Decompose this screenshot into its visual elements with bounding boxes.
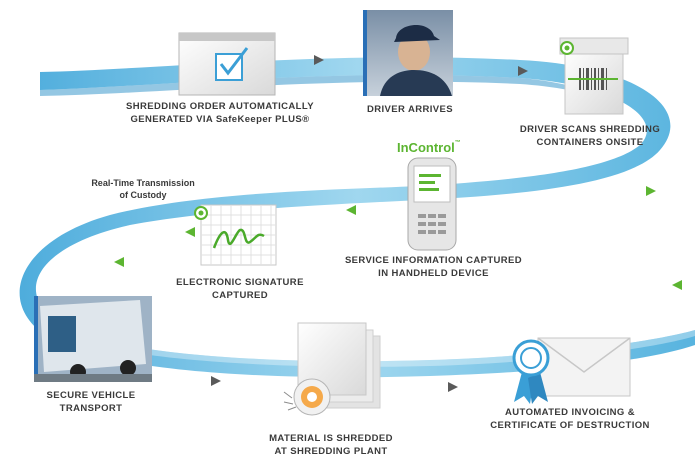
flow-arrow [672,280,682,290]
brand-trademark: ™ [454,140,461,146]
order-window-icon [178,32,276,96]
caption-line: IN HANDHELD DEVICE [378,267,489,279]
handheld-device-icon [407,157,457,251]
flow-arrows [114,55,682,392]
caption-service-information: SERVICE INFORMATION CAPTURED IN HANDHELD… [316,255,551,280]
caption-line: SECURE VEHICLE [46,390,136,401]
flow-arrow [518,66,528,76]
caption-line: AUTOMATED INVOICING & [505,407,635,418]
signature-pad-icon [194,204,277,266]
note-line: Real-Time Transmission [91,178,195,188]
caption-line: DRIVER ARRIVES [366,104,453,115]
caption-line: SHREDDING ORDER AUTOMATICALLY [126,101,314,112]
caption-driver-scans: DRIVER SCANS SHREDDING CONTAINERS ONSITE [500,124,680,149]
realtime-transmission-note: Real-Time Transmission of Custody [68,177,218,201]
scan-container-icon [559,37,629,115]
flow-arrow [346,205,356,215]
flow-arrow [448,382,458,392]
caption-line: MATERIAL IS SHREDDED [269,433,393,444]
caption-line: AT SHREDDING PLANT [274,445,388,457]
truck-photo [34,296,152,382]
caption-electronic-signature: ELECTRONIC SIGNATURE CAPTURED [160,277,320,302]
paper-stack-shred-icon [283,322,381,416]
flow-arrow [646,186,656,196]
caption-line: TRANSPORT [59,402,123,414]
incontrol-brand-label: InControl™ [397,140,461,155]
caption-driver-arrives: DRIVER ARRIVES [350,104,470,117]
envelope-award-icon [512,337,631,404]
flow-arrow [185,227,195,237]
caption-line: CERTIFICATE OF DESTRUCTION [490,419,650,431]
caption-secure-vehicle: SECURE VEHICLE TRANSPORT [26,390,156,415]
flow-arrow [211,376,221,386]
caption-line: CONTAINERS ONSITE [536,136,644,148]
flow-arrow [114,257,124,267]
caption-line: DRIVER SCANS SHREDDING [519,124,661,135]
flow-arrow [314,55,324,65]
caption-line: ELECTRONIC SIGNATURE [176,277,304,288]
caption-line: GENERATED VIA SafeKeeper PLUS® [130,113,310,125]
caption-line: SERVICE INFORMATION CAPTURED [344,255,523,266]
driver-photo [363,10,453,96]
caption-line: CAPTURED [212,289,268,301]
caption-shredding-order: SHREDDING ORDER AUTOMATICALLY GENERATED … [100,101,340,126]
note-line: of Custody [119,190,167,200]
brand-name: InControl [397,140,455,155]
caption-automated-invoicing: AUTOMATED INVOICING & CERTIFICATE OF DES… [470,407,670,432]
caption-material-shredded: MATERIAL IS SHREDDED AT SHREDDING PLANT [246,433,416,458]
